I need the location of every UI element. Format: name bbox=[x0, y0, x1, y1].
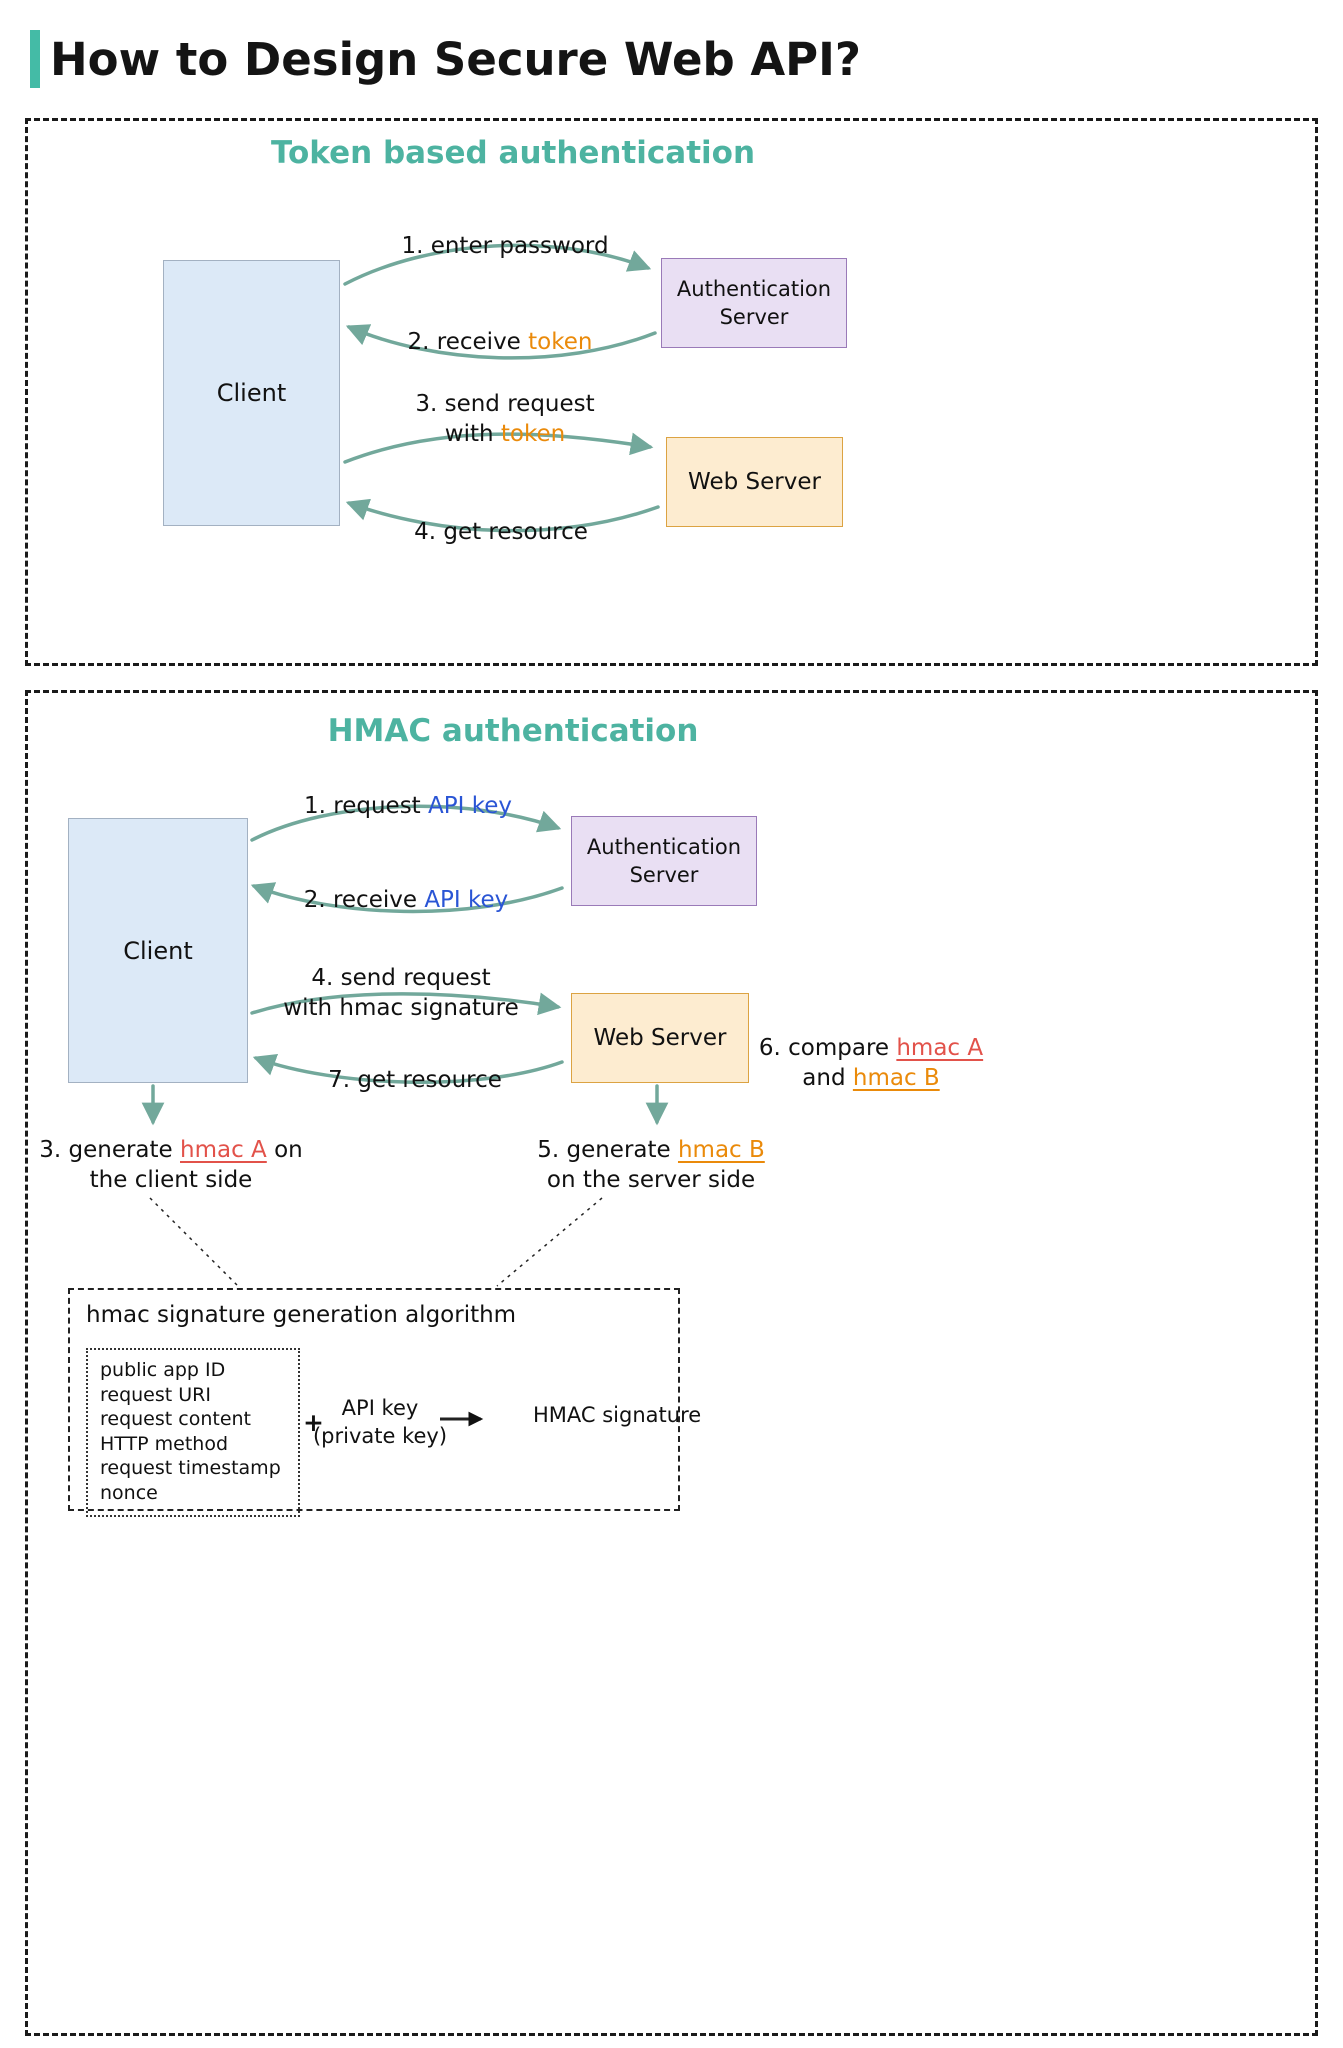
step4-send-request-label: 4. send request with hmac signature bbox=[283, 963, 518, 1023]
step7-get-resource-label: 7. get resource bbox=[328, 1065, 502, 1095]
hmac-input-item: request timestamp bbox=[100, 1457, 281, 1479]
step4-get-resource-label: 4. get resource bbox=[414, 517, 588, 547]
page-title-row: How to Design Secure Web API? bbox=[30, 30, 861, 88]
step1-enter-password-label: 1. enter password bbox=[401, 231, 608, 261]
api-key-line2: (private key) bbox=[312, 1424, 448, 1448]
hmac-input-item: HTTP method bbox=[100, 1432, 229, 1455]
hmac-algorithm-title: hmac signature generation algorithm bbox=[86, 1302, 517, 1328]
client-box-hmac: Client bbox=[68, 818, 248, 1083]
auth-server-label: Authentication Server bbox=[586, 835, 742, 887]
step3-line1: 3. generate hmac A on bbox=[39, 1135, 303, 1165]
auth-server-box-token: Authentication Server bbox=[661, 258, 847, 348]
step7-text: 7. get resource bbox=[328, 1067, 502, 1093]
step1-prefix: 1. request bbox=[304, 793, 429, 819]
step4-line2: with hmac signature bbox=[283, 995, 519, 1021]
hmac-auth-panel: HMAC authentication Client Authenticatio… bbox=[25, 690, 1318, 2036]
step6-line1: 6. compare hmac A bbox=[759, 1033, 983, 1063]
step1-api-key-highlight: API key bbox=[428, 793, 512, 819]
auth-server-box-hmac: Authentication Server bbox=[571, 816, 757, 906]
auth-server-label: Authentication Server bbox=[676, 277, 832, 329]
client-label: Client bbox=[216, 379, 287, 407]
step5-hmac-b-highlight: hmac B bbox=[677, 1137, 765, 1163]
api-key-line1: API key bbox=[341, 1396, 419, 1420]
hmac-panel-heading: HMAC authentication bbox=[327, 713, 699, 749]
step6-hmac-a-highlight: hmac A bbox=[896, 1035, 984, 1061]
step3-suffix: on bbox=[266, 1137, 303, 1163]
step6-line2: and hmac B bbox=[759, 1063, 983, 1093]
hmac-algorithm-box: hmac signature generation algorithm publ… bbox=[68, 1288, 701, 1517]
step3-token-highlight: token bbox=[500, 421, 566, 447]
hmac-input-item: request content bbox=[100, 1408, 252, 1430]
step1-request-api-key-label: 1. request API key bbox=[304, 791, 512, 821]
web-server-label: Web Server bbox=[593, 1025, 727, 1051]
step6-and: and bbox=[802, 1065, 853, 1091]
step2-prefix: 2. receive bbox=[303, 887, 425, 913]
web-server-box-token: Web Server bbox=[666, 437, 843, 527]
plus-sign: + bbox=[303, 1408, 324, 1437]
step4-text: 4. get resource bbox=[414, 519, 588, 545]
step2-api-key-highlight: API key bbox=[424, 887, 509, 913]
hmac-input-item: request URI bbox=[100, 1383, 211, 1406]
step2-receive-token-label: 2. receive token bbox=[408, 327, 593, 357]
step4-line1: 4. send request bbox=[311, 965, 491, 991]
title-accent-bar bbox=[30, 30, 40, 88]
step3-line2: with token bbox=[415, 419, 594, 449]
hmac-input-item: public app ID bbox=[100, 1359, 226, 1381]
token-auth-panel: Token based authentication Client Authen… bbox=[25, 118, 1318, 666]
step3-generate-hmac-a-label: 3. generate hmac A on the client side bbox=[39, 1135, 303, 1195]
token-panel-heading: Token based authentication bbox=[270, 135, 756, 171]
step3-hmac-a-highlight: hmac A bbox=[180, 1137, 267, 1163]
hmac-signature-output-label: HMAC signature bbox=[533, 1403, 702, 1427]
step6-prefix: 6. compare bbox=[758, 1035, 897, 1061]
client-box-token: Client bbox=[163, 260, 340, 526]
client-label: Client bbox=[123, 936, 193, 965]
step5-line1: 5. generate hmac B bbox=[537, 1135, 765, 1165]
step2-token-highlight: token bbox=[528, 329, 593, 355]
step1-text: 1. enter password bbox=[401, 233, 609, 259]
step3-line1: 3. send request bbox=[415, 391, 595, 417]
step2-receive-api-key-label: 2. receive API key bbox=[304, 885, 509, 915]
step5-line2: on the server side bbox=[546, 1167, 756, 1193]
hmac-input-item: nonce bbox=[100, 1481, 158, 1504]
api-key-private-label: API key (private key) bbox=[313, 1394, 447, 1450]
page-title: How to Design Secure Web API? bbox=[50, 32, 862, 86]
step2-prefix: 2. receive bbox=[407, 329, 529, 355]
step3-line2-prefix: with bbox=[444, 421, 501, 447]
step5-prefix: 5. generate bbox=[537, 1137, 678, 1163]
step3-line2: the client side bbox=[89, 1167, 253, 1193]
step6-hmac-b-highlight: hmac B bbox=[852, 1065, 940, 1091]
step6-compare-label: 6. compare hmac A and hmac B bbox=[759, 1033, 983, 1093]
step5-generate-hmac-b-label: 5. generate hmac B on the server side bbox=[537, 1135, 765, 1195]
step3-prefix: 3. generate bbox=[39, 1137, 181, 1163]
web-server-label: Web Server bbox=[688, 469, 821, 495]
step3-send-request-label: 3. send request with token bbox=[415, 389, 594, 449]
hmac-inputs-box: public app ID request URI request conten… bbox=[86, 1348, 300, 1517]
web-server-box-hmac: Web Server bbox=[571, 993, 749, 1083]
